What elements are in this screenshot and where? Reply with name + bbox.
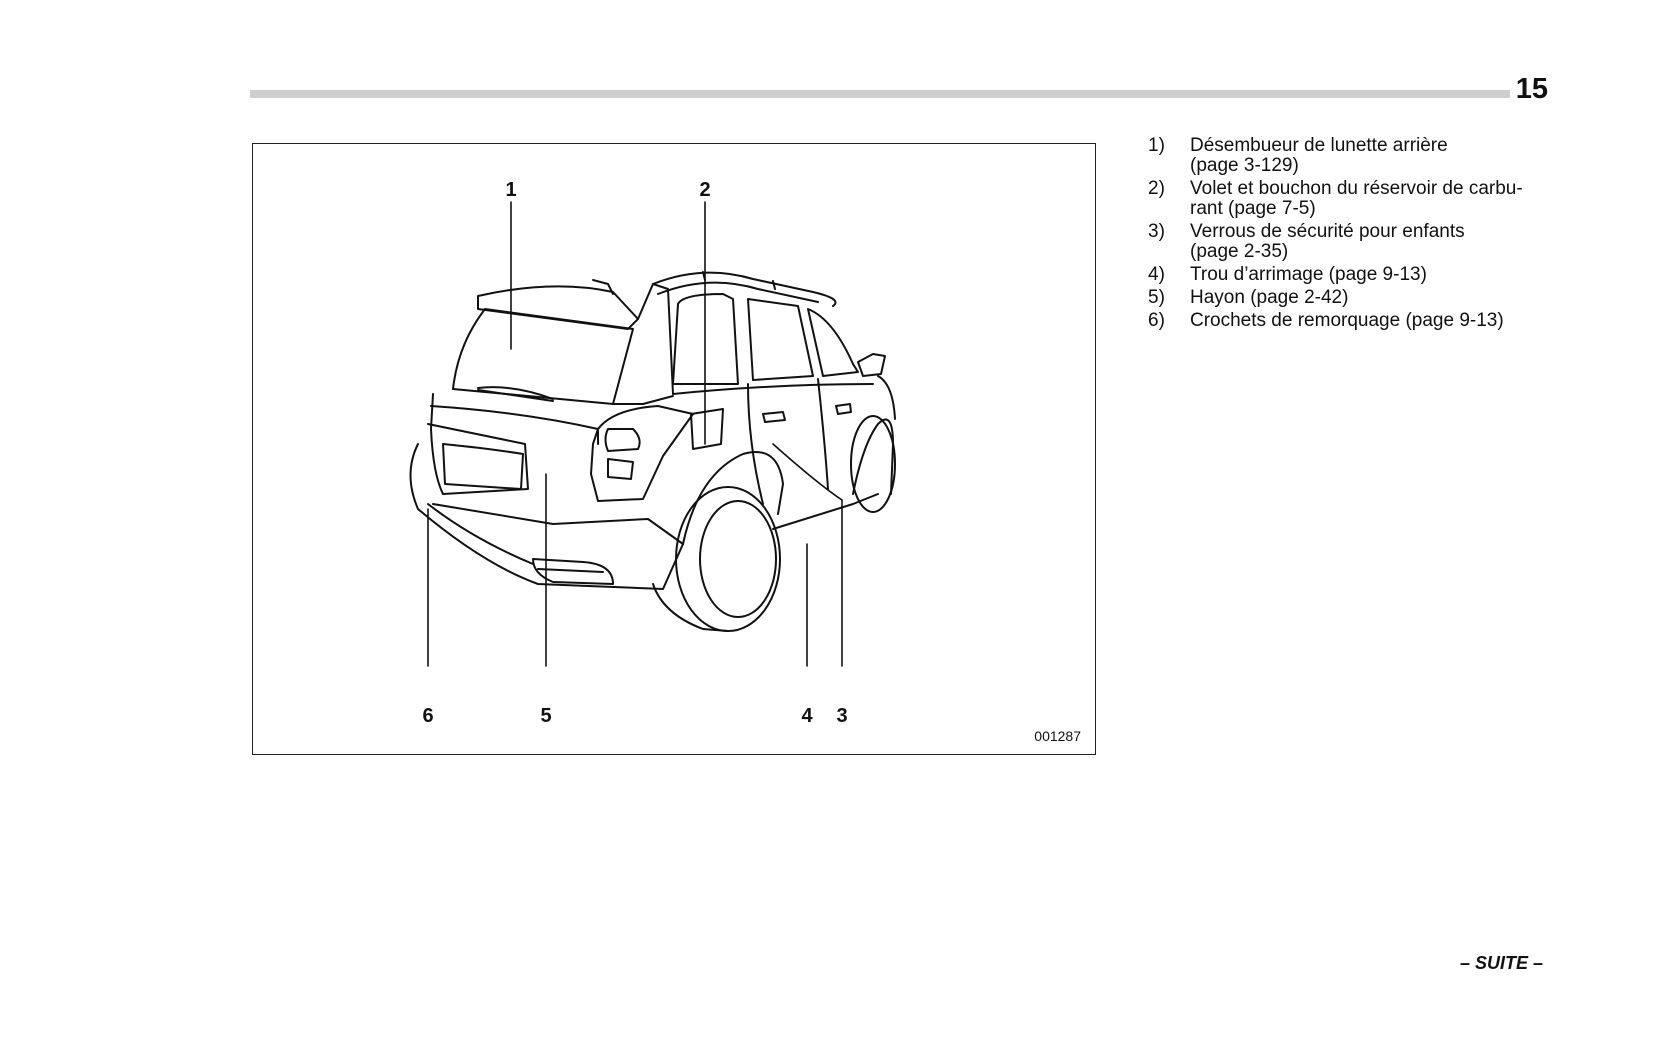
page-number: 15 <box>1515 73 1548 105</box>
legend-item: 2) Volet et bouchon du réservoir de carb… <box>1148 179 1548 219</box>
legend-item: 6) Crochets de remorquage (page 9-13) <box>1148 311 1548 331</box>
legend-text-line: (page 2-35) <box>1190 241 1289 262</box>
vehicle-rear-three-quarter-illustration <box>409 201 896 667</box>
figure-box: 1 2 6 5 4 3 001287 <box>252 143 1096 755</box>
legend-text: Désembueur de lunette arrière (page 3-12… <box>1190 136 1548 176</box>
legend-number: 6) <box>1148 310 1165 331</box>
callout-3: 3 <box>836 705 848 727</box>
legend-item: 4) Trou d’arrimage (page 9-13) <box>1148 265 1548 285</box>
legend-number: 5) <box>1148 287 1165 308</box>
callout-2: 2 <box>699 179 711 201</box>
legend-number: 4) <box>1148 264 1165 285</box>
legend-number: 3) <box>1148 221 1165 242</box>
legend-text: Trou d’arrimage (page 9-13) <box>1190 264 1427 285</box>
legend-text-line: Désembueur de lunette arrière <box>1190 135 1448 156</box>
legend-text-line: rant (page 7-5) <box>1190 198 1316 219</box>
legend-item: 3) Verrous de sécurité pour enfants (pag… <box>1148 222 1548 262</box>
header-rule <box>250 90 1510 98</box>
callout-4: 4 <box>801 705 813 727</box>
legend-item: 5) Hayon (page 2-42) <box>1148 288 1548 308</box>
legend-text: Crochets de remorquage (page 9-13) <box>1190 310 1504 331</box>
legend-text: Verrous de sécurité pour enfants (page 2… <box>1190 222 1548 262</box>
legend-list: 1) Désembueur de lunette arrière (page 3… <box>1148 136 1548 334</box>
legend-text: Volet et bouchon du réservoir de carbu- … <box>1190 179 1548 219</box>
callout-1: 1 <box>505 179 517 201</box>
legend-number: 2) <box>1148 178 1165 199</box>
legend-text-line: Volet et bouchon du réservoir de carbu- <box>1190 178 1523 199</box>
continued-label: – SUITE – <box>1459 953 1543 973</box>
legend-text-line: (page 3-129) <box>1190 155 1299 176</box>
legend-text-line: Verrous de sécurité pour enfants <box>1190 221 1465 242</box>
legend-text: Hayon (page 2-42) <box>1190 287 1349 308</box>
legend-item: 1) Désembueur de lunette arrière (page 3… <box>1148 136 1548 176</box>
callout-5: 5 <box>540 705 552 727</box>
callout-6: 6 <box>422 705 434 727</box>
figure-code: 001287 <box>1034 728 1081 744</box>
legend-number: 1) <box>1148 135 1165 156</box>
